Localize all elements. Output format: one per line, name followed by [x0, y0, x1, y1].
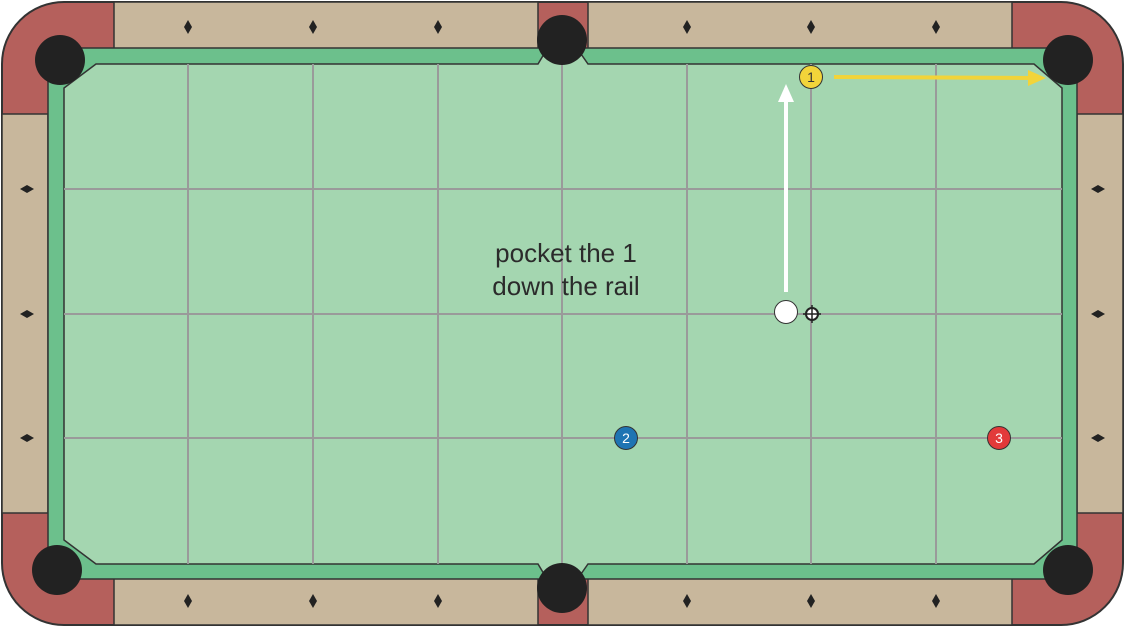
ball-2-label: 2 — [622, 430, 630, 446]
pocket-top-left — [35, 35, 85, 85]
ball-3: 3 — [987, 426, 1011, 450]
diamond-grid — [64, 64, 1062, 564]
cue-ball-path-arrow — [778, 84, 794, 292]
pocket-top-middle — [537, 15, 587, 65]
rail-diamonds — [20, 20, 1105, 608]
rail-bottom-right — [587, 576, 1013, 626]
pocket-top-right — [1043, 35, 1093, 85]
ball-1: 1 — [799, 65, 823, 89]
pocket-bottom-left — [32, 545, 82, 595]
rail-top-left — [113, 1, 539, 51]
caption-line-1: pocket the 1 — [495, 238, 637, 268]
pocket-bottom-middle — [537, 563, 587, 613]
rail-top-right — [587, 1, 1013, 51]
cue-ball — [774, 300, 798, 324]
ball-1-label: 1 — [807, 69, 815, 85]
caption-line-2: down the rail — [492, 271, 639, 301]
object-ball-path-arrow — [833, 70, 1046, 86]
pockets — [32, 15, 1093, 613]
ghost-ball-marker-icon — [803, 305, 821, 323]
ball-3-label: 3 — [995, 430, 1003, 446]
pocket-bottom-right — [1043, 545, 1093, 595]
rail-bottom-left — [113, 576, 539, 626]
ball-2: 2 — [614, 426, 638, 450]
